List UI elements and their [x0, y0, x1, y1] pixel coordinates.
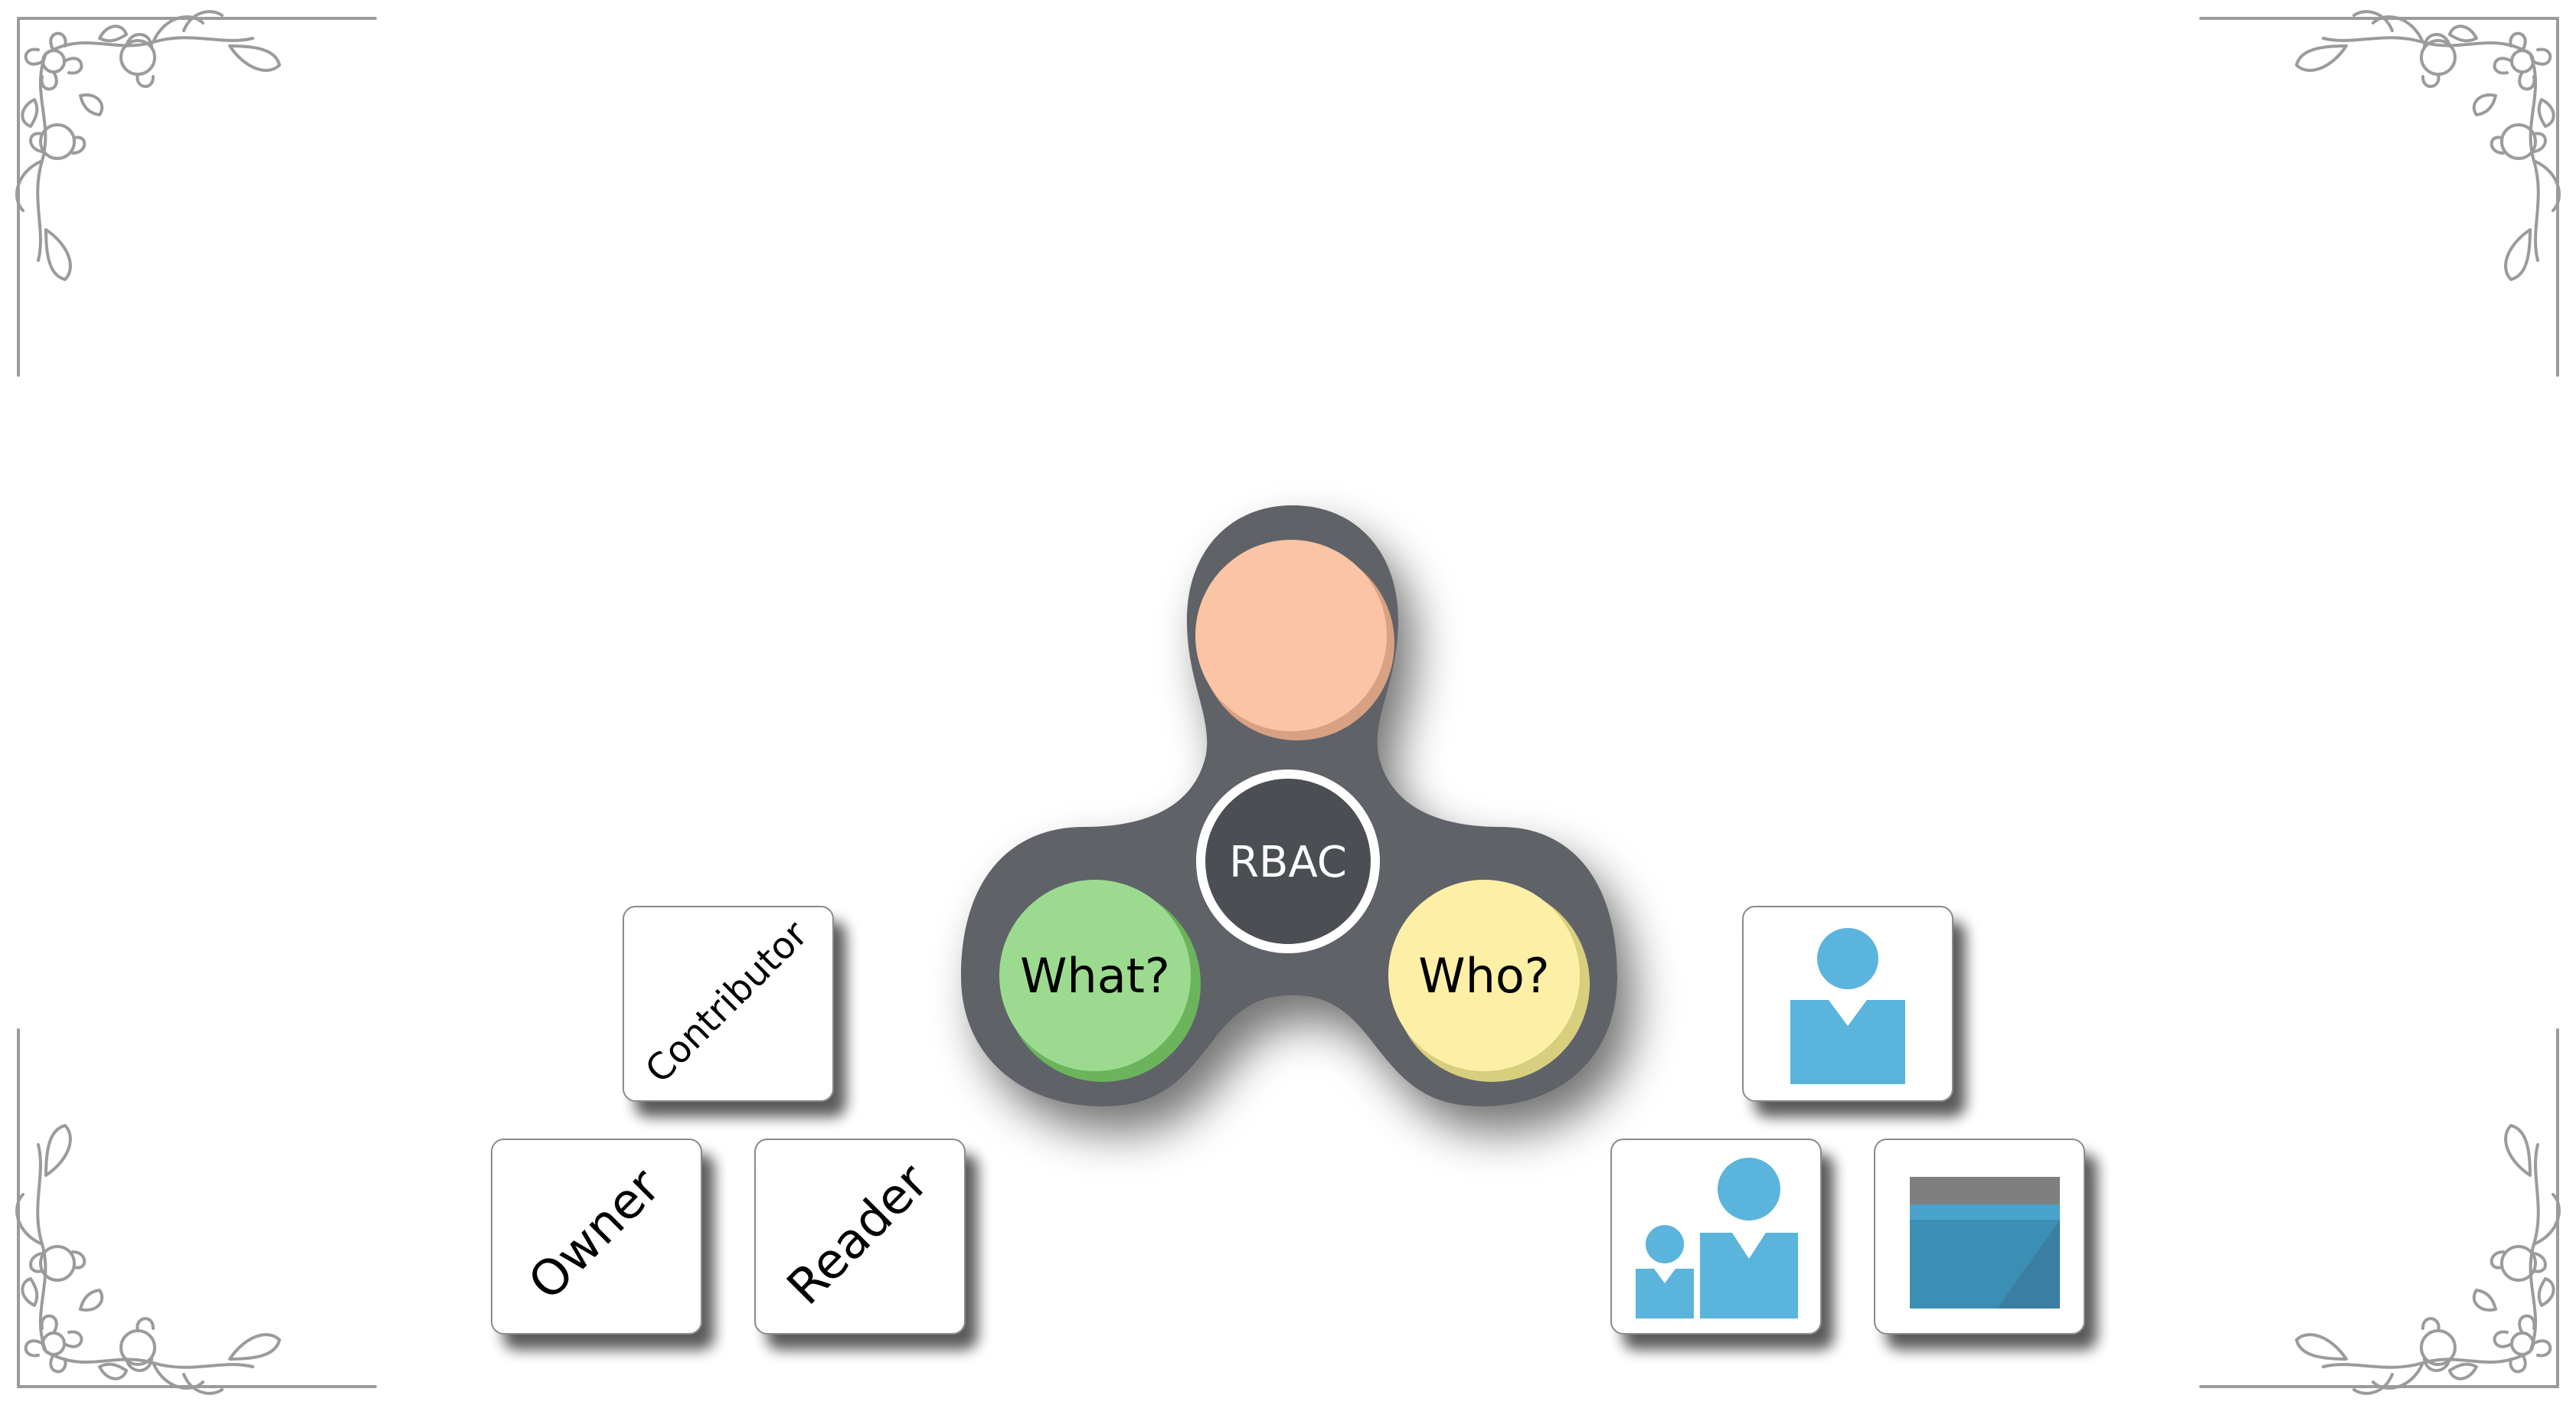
lobe-who-label: Who?	[1418, 948, 1549, 1004]
lobe-top	[1195, 540, 1394, 740]
lobe-top-button	[1195, 540, 1387, 731]
floral-corner-bottom-left-icon	[15, 1028, 378, 1395]
center-hub-label: RBAC	[1229, 838, 1347, 887]
lobe-who-button	[1388, 880, 1580, 1071]
lobe-what-button	[999, 880, 1191, 1071]
application-icon	[1910, 1177, 2060, 1309]
lobe-who: Who?	[1388, 880, 1590, 1082]
floral-corner-top-right-icon	[2199, 10, 2561, 377]
floral-corner-bottom-right-icon	[2199, 1028, 2561, 1395]
user-icon	[1790, 928, 1905, 1084]
lobe-what: What?	[999, 880, 1201, 1082]
group-icon	[1636, 1158, 1798, 1318]
center-hub: RBAC	[1196, 769, 1380, 953]
role-card-owner	[491, 1139, 702, 1335]
role-card-reader	[754, 1139, 966, 1335]
lobe-what-label: What?	[1020, 948, 1170, 1004]
role-card-contributor	[623, 906, 834, 1102]
floral-corner-top-left-icon	[15, 10, 378, 377]
